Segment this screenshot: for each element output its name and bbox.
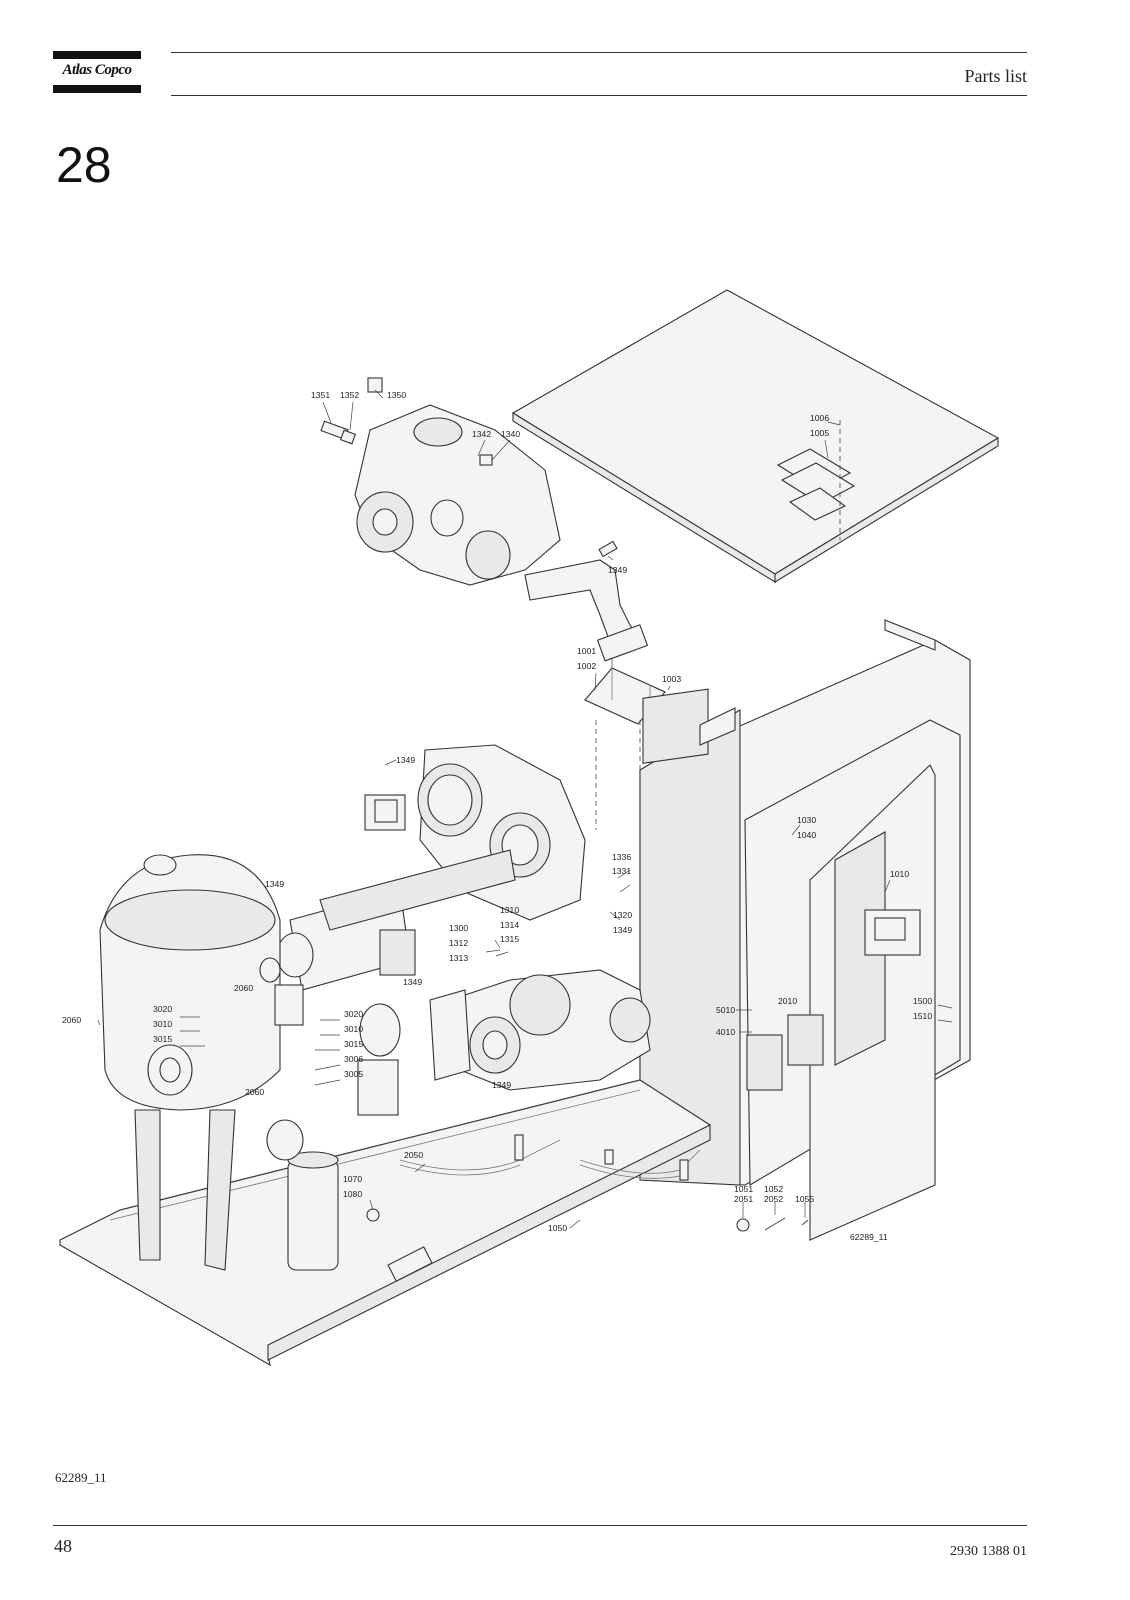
pipework (276, 849, 516, 991)
oil-filter (266, 1003, 401, 1271)
oil-separator-tank (99, 854, 304, 1271)
header-rule-bottom (171, 95, 1027, 96)
callout-1349-bottom: 1349 (492, 1080, 511, 1090)
header-rule-top (171, 52, 1027, 53)
small-hardware (366, 1208, 809, 1232)
callout-3006: 3006 (344, 1054, 363, 1064)
electrical-cabinet (639, 619, 971, 1241)
logo-bar-bottom (53, 85, 141, 93)
callout-2060-left: 2060 (62, 1015, 81, 1025)
callout-4010: 4010 (716, 1027, 735, 1037)
callout-1002: 1002 (577, 661, 596, 671)
callout-1006: 1006 (810, 413, 829, 423)
callout-2010: 2010 (778, 996, 797, 1006)
top-cover-panel (511, 289, 1000, 583)
logo-wordmark: Atlas Copco (62, 62, 132, 78)
callout-1080: 1080 (343, 1189, 362, 1199)
callout-1336: 1336 (612, 852, 631, 862)
callout-1320: 1320 (613, 910, 632, 920)
callout-2060-top: 2060 (234, 983, 253, 993)
callout-3015-left: 3015 (153, 1034, 172, 1044)
figure-number: 28 (56, 137, 112, 193)
callout-1340: 1340 (501, 429, 520, 439)
callout-1003: 1003 (662, 674, 681, 684)
callout-1030: 1030 (797, 815, 816, 825)
callout-1001: 1001 (577, 646, 596, 656)
callout-1510: 1510 (913, 1011, 932, 1021)
callout-3010-right: 3010 (344, 1024, 363, 1034)
callout-1010: 1010 (890, 869, 909, 879)
callout-1342: 1342 (472, 429, 491, 439)
callout-2052: 2052 (764, 1194, 783, 1204)
gearbox-housing (364, 744, 586, 921)
figure-reference: 62289_11 (55, 1470, 107, 1485)
callout-1349-left: 1349 (265, 879, 284, 889)
logo-bar-top (53, 51, 141, 59)
document-number: 2930 1388 01 (950, 1544, 1027, 1559)
callout-2051: 2051 (734, 1194, 753, 1204)
callout-3020-left: 3020 (153, 1004, 172, 1014)
callout-1052: 1052 (764, 1184, 783, 1194)
callout-1352: 1352 (340, 390, 359, 400)
page-number: 48 (54, 1536, 72, 1556)
leader-lines (97, 389, 953, 1229)
callout-1500: 1500 (913, 996, 932, 1006)
compressor-element-lower (429, 969, 651, 1091)
footer-rule (53, 1525, 1027, 1526)
section-title: Parts list (964, 66, 1027, 86)
atlas-copco-logo: Atlas Copco (53, 51, 141, 93)
base-frame (59, 1079, 712, 1367)
callout-1312: 1312 (449, 938, 468, 948)
compressor-element-upper (320, 377, 649, 662)
callout-1349-gearbox: 1349 (396, 755, 415, 765)
callout-1350: 1350 (387, 390, 406, 400)
callout-5010: 5010 (716, 1005, 735, 1015)
callout-1051: 1051 (734, 1184, 753, 1194)
callout-1331: 1331 (612, 866, 631, 876)
callout-2060-bottom: 2060 (245, 1087, 264, 1097)
wiring-harness (399, 1134, 701, 1181)
callout-1055: 1055 (795, 1194, 814, 1204)
callout-3015-right: 3015 (344, 1039, 363, 1049)
callout-1349-right: 1349 (613, 925, 632, 935)
callout-1005: 1005 (810, 428, 829, 438)
callout-3020-right: 3020 (344, 1009, 363, 1019)
callout-1300: 1300 (449, 923, 468, 933)
callout-1351: 1351 (311, 390, 330, 400)
callout-2050: 2050 (404, 1150, 423, 1160)
callout-1070: 1070 (343, 1174, 362, 1184)
callout-1313: 1313 (449, 953, 468, 963)
callout-1050: 1050 (548, 1223, 567, 1233)
callout-1314: 1314 (500, 920, 519, 930)
callout-1315: 1315 (500, 934, 519, 944)
callout-labels: 1351 1352 1350 1342 1340 1006 1005 1349 … (62, 390, 932, 1242)
callout-3005: 3005 (344, 1069, 363, 1079)
drawing-code-label: 62289_11 (850, 1232, 888, 1242)
callout-3010-left: 3010 (153, 1019, 172, 1029)
exploded-parts-drawing: 1351 1352 1350 1342 1340 1006 1005 1349 … (40, 280, 1030, 1410)
callout-1349-upper: 1349 (608, 565, 627, 575)
callout-1040: 1040 (797, 830, 816, 840)
callout-1310: 1310 (500, 905, 519, 915)
callout-1349-lower: 1349 (403, 977, 422, 987)
